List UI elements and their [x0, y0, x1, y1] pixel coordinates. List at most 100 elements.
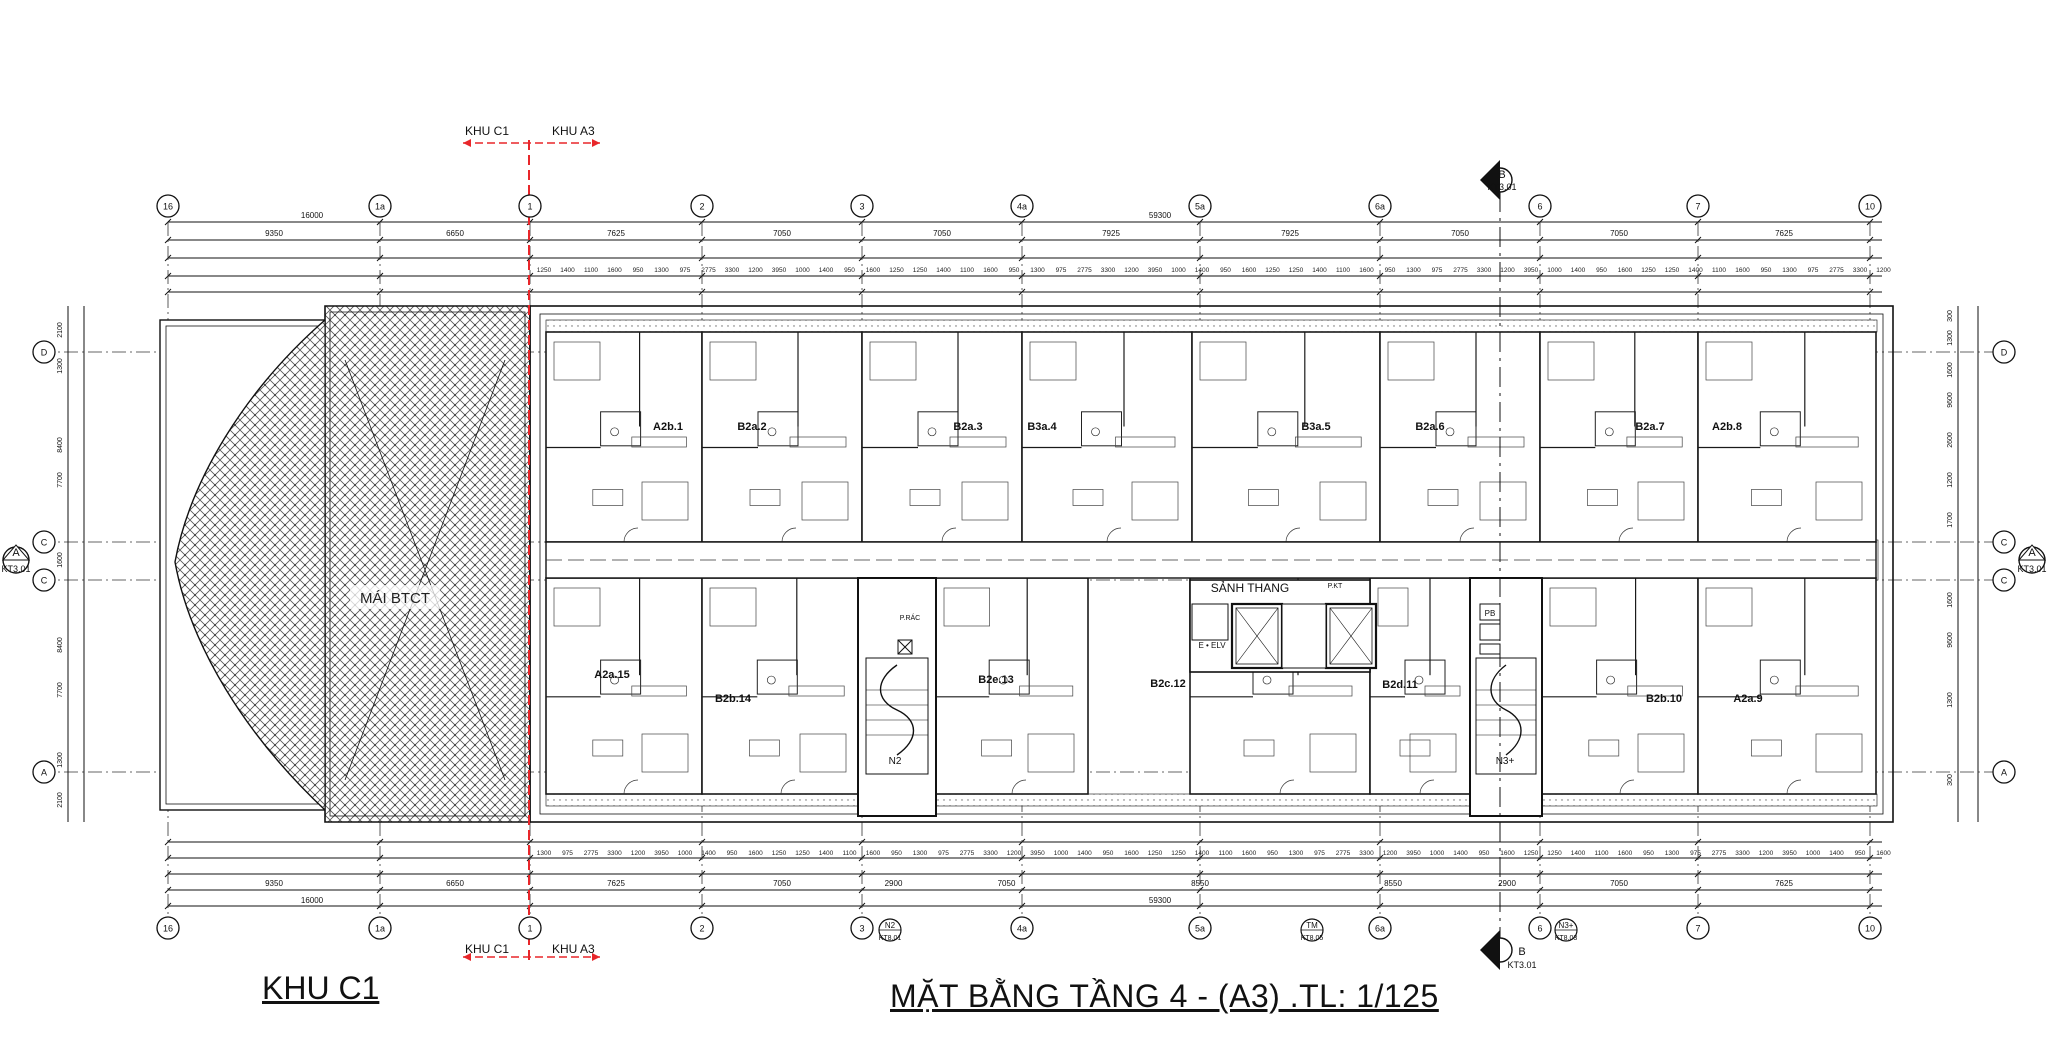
dim-bay-bottom: 7625 [1775, 879, 1793, 888]
kitchen-counter [1467, 436, 1525, 448]
bed [1377, 587, 1409, 627]
dim-vert-right-value: 300 [1947, 774, 1954, 786]
grid-bubble-label: 4a [1017, 924, 1027, 934]
fine-dim-bottom: 1200 [1759, 850, 1774, 857]
dim-tick [376, 288, 384, 296]
bathroom [917, 411, 959, 447]
fine-dim-bottom: 1250 [1171, 850, 1186, 857]
toilet [767, 427, 777, 437]
door-swing [1419, 779, 1435, 795]
roof-area [159, 305, 531, 823]
fine-dim-bottom: 1300 [1289, 850, 1304, 857]
door-swing [1285, 527, 1301, 543]
unit-label-bottom: B2b.10 [1646, 693, 1682, 705]
section-b-bottom-ref: KT3.01 [1507, 960, 1536, 970]
grid-bubble-label: 10 [1865, 924, 1875, 934]
fine-dim-bottom: 2775 [1712, 850, 1727, 857]
dim-bay-bottom: 8550 [1191, 879, 1209, 888]
grid-bubble [1858, 194, 1882, 218]
bed [1029, 341, 1077, 381]
fine-dimension-numbers: 1250 1300 1400 975 1100 2775 1600 3300 950 1200 13… [537, 267, 1891, 857]
grid-bubble-label: 16 [163, 202, 173, 212]
fine-dim-top: 1100 [960, 267, 974, 274]
zone-divider-line [463, 139, 600, 961]
kitchen-counter [1795, 685, 1859, 697]
fine-dim-bottom: 1250 [772, 850, 787, 857]
fine-dim-bottom: 1400 [1195, 850, 1210, 857]
grid-bubble-label: 3 [859, 202, 864, 212]
toilet [1769, 675, 1779, 685]
fine-dim-bottom: 1000 [1430, 850, 1445, 857]
door-swing [623, 527, 639, 543]
grid-bubble-label: 10 [1865, 202, 1875, 212]
dim-vert-left-value: 7700 [57, 472, 64, 488]
section-marker-b-top [1480, 160, 1513, 970]
fine-dim-top: 1300 [654, 267, 669, 274]
bed [799, 733, 847, 773]
bathroom [1435, 411, 1477, 447]
fine-dim-top: 1400 [560, 267, 575, 274]
grid-bubble-label: 6a [1375, 202, 1385, 212]
door-swing [1786, 527, 1802, 543]
unit-label-top: B2a.2 [737, 421, 766, 433]
table [1751, 489, 1782, 506]
grid-bubble [1188, 916, 1212, 940]
fine-dim-top: 1250 [1665, 267, 1680, 274]
fine-dim-top: 1000 [1171, 267, 1186, 274]
dim-bay-top: 6650 [446, 229, 464, 238]
toilet [610, 675, 619, 685]
grid-bubble-label: 2 [699, 202, 704, 212]
grid-bubble [518, 916, 542, 940]
dimension-chains-top [168, 221, 1882, 293]
door-swing [1106, 527, 1122, 543]
grid-bubble [368, 916, 392, 940]
dim-vert-right-value: 1600 [1947, 592, 1954, 608]
fine-dim-bottom: 950 [1643, 850, 1654, 857]
fine-dim-bottom: 1200 [1007, 850, 1022, 857]
grid-bubble-label: 6 [1537, 924, 1542, 934]
fine-dim-top: 1600 [1618, 267, 1633, 274]
kitchen-counter [1115, 436, 1176, 448]
fine-dim-top: 3950 [772, 267, 787, 274]
fine-dim-top: 1000 [795, 267, 810, 274]
table [749, 489, 781, 506]
dim-tick [1376, 288, 1384, 296]
fine-dim-bottom: 2775 [584, 850, 599, 857]
dim-tick [1866, 288, 1874, 296]
dimension-chains-bottom [168, 841, 1882, 907]
kitchen-counter [1626, 436, 1683, 448]
fine-dim-top: 950 [1761, 267, 1772, 274]
fine-dim-top: 975 [1432, 267, 1443, 274]
fine-dim-top: 1600 [1735, 267, 1750, 274]
detail-ref-n2-ref: KT8.01 [879, 935, 902, 942]
table [981, 739, 1012, 757]
dim-bay-top: 7050 [1451, 229, 1469, 238]
dim-bay-top: 7925 [1102, 229, 1120, 238]
grid-bubble-label: D [41, 348, 48, 358]
grid-bubble-label: D [2001, 348, 2008, 358]
bathroom [1257, 411, 1299, 447]
table [1587, 489, 1618, 506]
door-swing [781, 527, 797, 543]
bed [641, 733, 689, 773]
dim-tick [1018, 288, 1026, 296]
fine-dim-bottom: 1250 [1148, 850, 1163, 857]
kitchen-counter [949, 436, 1007, 448]
detail-ref-n3-ref: KT8.03 [1555, 935, 1578, 942]
apartment-units [545, 331, 1877, 795]
bed [1409, 733, 1457, 773]
fine-dim-bottom: 3300 [607, 850, 622, 857]
zone-divider-label-right-top: KHU A3 [552, 124, 595, 138]
fine-dim-top: 3950 [1148, 267, 1163, 274]
zone-divider-label-left-bottom: KHU C1 [465, 942, 509, 956]
toilet [766, 675, 776, 685]
detail-ref-tm-ref: KT8.05 [1301, 935, 1324, 942]
unit-label-top: B3a.4 [1027, 421, 1057, 433]
fine-dim-bottom: 950 [1103, 850, 1114, 857]
fine-dim-top: 950 [1596, 267, 1607, 274]
fine-dim-bottom: 1200 [631, 850, 646, 857]
unit-label-top: A2b.8 [1712, 421, 1742, 433]
toilet [1606, 675, 1615, 685]
